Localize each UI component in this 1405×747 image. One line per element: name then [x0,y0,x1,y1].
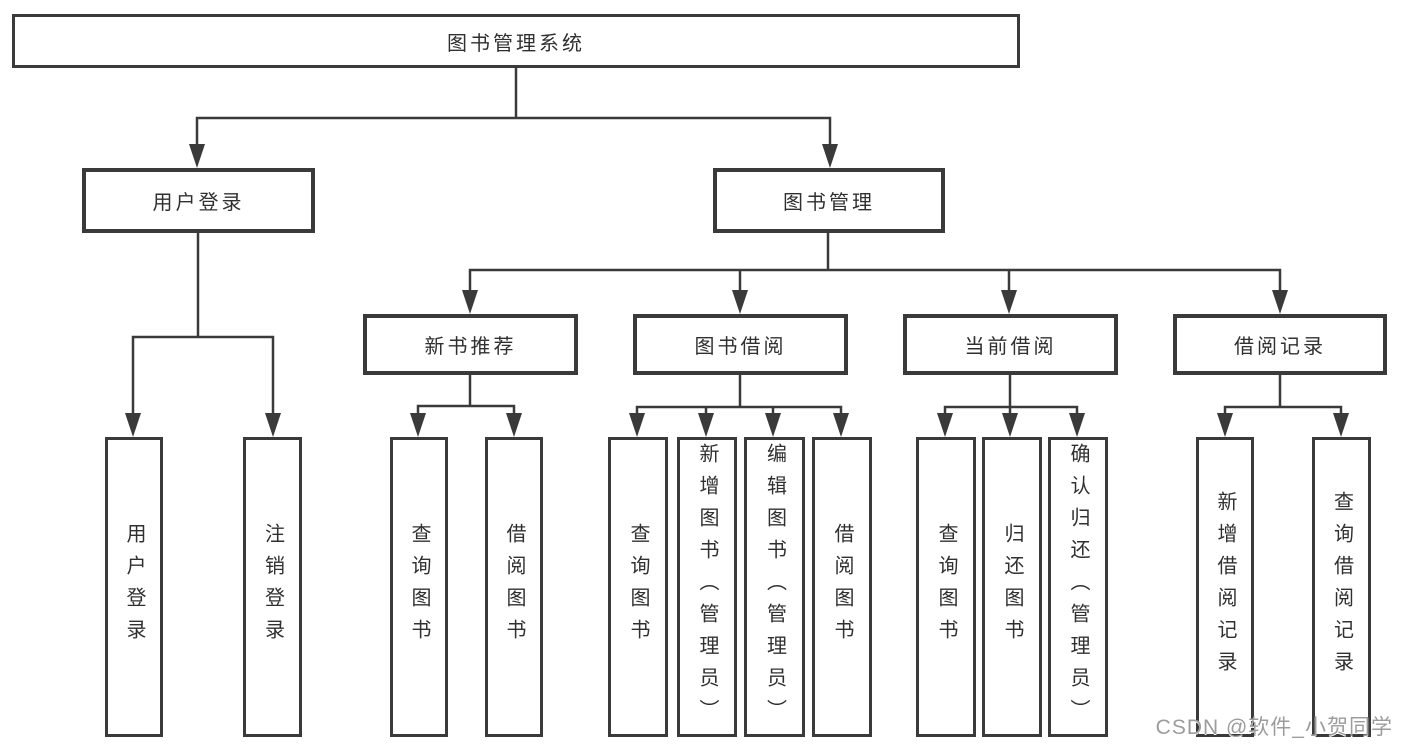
arrowhead-icon [1217,413,1233,437]
leaf-query-books-current: 查询图书 [916,437,976,737]
leaf-logout: 注销登录 [243,437,302,737]
leaf-query-books-recommend: 查询图书 [390,437,448,737]
leaf-return-books: 归还图书 [982,437,1042,737]
leaf-user-login: 用户登录 [105,437,163,737]
arrowhead-icon [1001,290,1017,314]
node-book-management: 图书管理 [713,168,945,233]
arrowhead-icon [937,413,953,437]
leaf-confirm-return-admin: 确认归还（管理员） [1048,437,1108,737]
arrowhead-icon [1069,413,1085,437]
arrowhead-icon [698,413,714,437]
arrowhead-icon [410,413,426,437]
node-book-borrowing: 图书借阅 [633,314,848,375]
connector-lines [131,68,1343,415]
arrowhead-icon [189,144,205,168]
arrowhead-icon [1333,413,1349,437]
arrowhead-icon [1002,413,1018,437]
arrowhead-icon [822,144,838,168]
arrowhead-icon [506,413,522,437]
node-borrowing-records: 借阅记录 [1173,314,1387,375]
arrowhead-icon [765,413,781,437]
csdn-watermark: CSDN @软件_小贺同学 [1155,716,1393,739]
leaf-edit-books-admin: 编辑图书（管理员） [744,437,805,737]
leaf-borrow-books: 借阅图书 [812,437,872,737]
leaf-query-borrow-record: 查询借阅记录 [1312,437,1371,737]
arrowhead-icon [462,290,478,314]
node-current-borrowing: 当前借阅 [903,314,1118,375]
arrowheads [125,144,1349,437]
leaf-add-borrow-record: 新增借阅记录 [1196,437,1254,737]
arrowhead-icon [265,413,281,437]
arrowhead-icon [732,290,748,314]
node-new-book-recommendation: 新书推荐 [363,314,578,375]
arrowhead-icon [629,413,645,437]
leaf-query-books-borrowing: 查询图书 [608,437,668,737]
node-user-login: 用户登录 [82,168,315,233]
leaf-borrow-books-recommend: 借阅图书 [485,437,543,737]
arrowhead-icon [125,413,141,437]
arrowhead-icon [833,413,849,437]
node-library-management-system: 图书管理系统 [12,14,1020,68]
leaf-add-books-admin: 新增图书（管理员） [677,437,737,737]
arrowhead-icon [1272,290,1288,314]
